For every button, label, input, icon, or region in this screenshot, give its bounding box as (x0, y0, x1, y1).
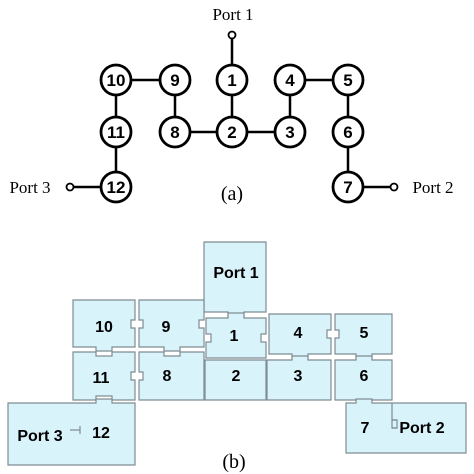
port2-label-a: Port 2 (412, 178, 453, 197)
cell-label-11: 11 (93, 370, 110, 387)
node-9: 9 (158, 63, 192, 97)
node-6: 6 (331, 115, 365, 149)
cell-10 (72, 299, 136, 352)
svg-text:11: 11 (107, 123, 125, 142)
cell-label-1: 1 (230, 328, 239, 345)
cell-label-4: 4 (294, 325, 303, 342)
caption-a: (a) (221, 183, 243, 205)
cell-label-12: 12 (92, 425, 110, 442)
layout-diagram (7, 241, 467, 466)
port1-label-b: Port 1 (213, 265, 258, 282)
cell-12-port3 (7, 398, 136, 466)
cell-label-8: 8 (163, 368, 172, 385)
node-12: 12 (99, 170, 133, 204)
svg-text:6: 6 (343, 123, 352, 142)
cell-label-9: 9 (162, 319, 171, 336)
cell-label-3: 3 (294, 368, 303, 385)
svg-text:1: 1 (227, 71, 236, 90)
port1-terminal (227, 30, 237, 40)
node-5: 5 (331, 63, 365, 97)
port2-label-b: Port 2 (399, 420, 444, 437)
node-11: 11 (99, 115, 133, 149)
port2-terminal (389, 182, 399, 192)
cell-5 (334, 313, 393, 359)
svg-text:5: 5 (343, 71, 352, 90)
cell-label-6: 6 (360, 368, 369, 385)
node-2: 2 (215, 115, 249, 149)
node-7: 7 (331, 170, 365, 204)
svg-text:10: 10 (107, 71, 126, 90)
node-10: 10 (99, 63, 133, 97)
svg-text:2: 2 (227, 123, 236, 142)
layout-slots (70, 419, 397, 434)
cell-label-10: 10 (95, 319, 113, 336)
cell-label-7: 7 (361, 420, 370, 437)
node-3: 3 (273, 115, 307, 149)
cell-label-5: 5 (360, 325, 369, 342)
port3-label-b: Port 3 (17, 428, 62, 445)
port3-terminal (65, 182, 75, 192)
cell-8 (138, 351, 205, 401)
node-4: 4 (273, 63, 307, 97)
node-1: 1 (215, 63, 249, 97)
cell-2 (204, 359, 267, 401)
svg-text:7: 7 (343, 178, 352, 197)
port1-label-a: Port 1 (212, 5, 253, 24)
svg-text:3: 3 (285, 123, 294, 142)
cell-6 (334, 355, 393, 401)
cell-9 (138, 299, 205, 352)
cell-label-2: 2 (232, 368, 241, 385)
caption-b: (b) (222, 451, 245, 473)
cell-3 (266, 355, 332, 401)
svg-text:8: 8 (170, 123, 179, 142)
cell-11 (72, 351, 136, 401)
svg-text:9: 9 (170, 71, 179, 90)
cell-4 (268, 313, 332, 359)
schematic-diagram (73, 38, 391, 189)
svg-text:12: 12 (107, 178, 126, 197)
svg-text:4: 4 (285, 71, 295, 90)
port3-label-a: Port 3 (9, 178, 50, 197)
cell-1 (205, 312, 267, 359)
node-8: 8 (158, 115, 192, 149)
